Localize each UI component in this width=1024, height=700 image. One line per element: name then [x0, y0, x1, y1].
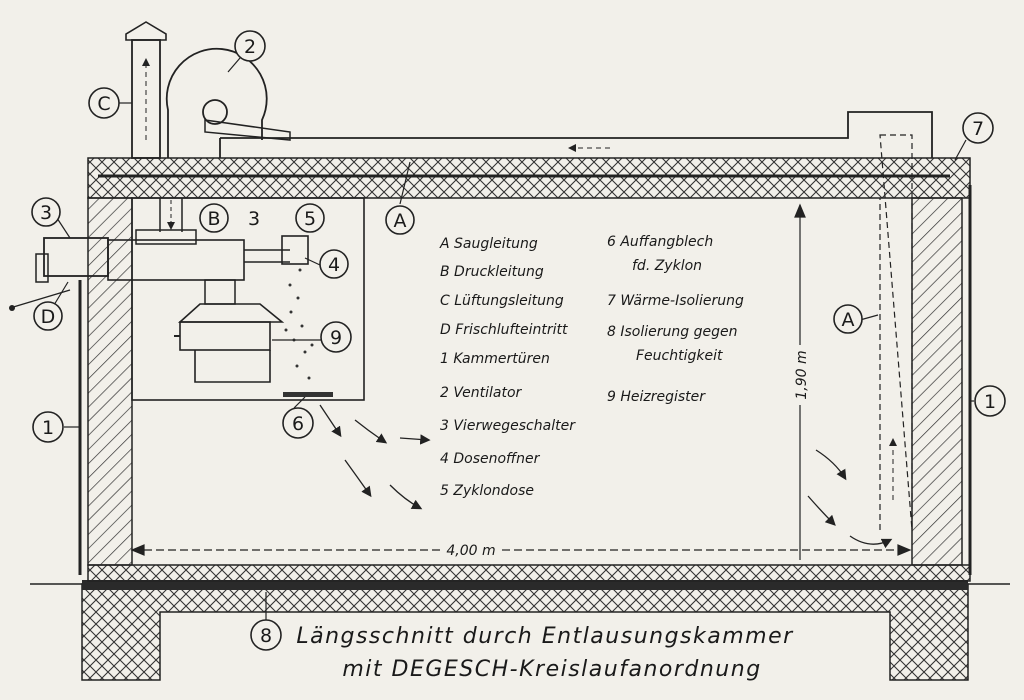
callout-4: 4	[328, 254, 340, 276]
chamber-floor	[87, 564, 971, 582]
legend-item: A Saugleitung	[439, 236, 538, 252]
suction-duct	[219, 111, 933, 531]
height-dimension	[794, 203, 806, 560]
callout-a-top: A	[394, 210, 407, 232]
legend-item: B Druckleitung	[440, 264, 544, 280]
legend-item: 7 Wärme-Isolierung	[607, 293, 744, 309]
callout-9: 9	[330, 327, 342, 349]
callout-1-right: 1	[984, 391, 996, 413]
legend-item: 9 Heizregister	[607, 389, 706, 405]
caption-line-2: mit DEGESCH-Kreislaufanordnung	[342, 657, 761, 682]
left-wall	[87, 197, 133, 566]
callout-5: 5	[304, 208, 316, 230]
legend-item: 6 Auffangblech	[607, 234, 713, 250]
callout-1-left: 1	[42, 417, 54, 439]
callout-8: 8	[260, 625, 272, 647]
callout-2: 2	[244, 36, 256, 58]
callout-7: 7	[972, 118, 984, 140]
legend-left: A Saugleitung B Druckleitung C Lüftungsl…	[439, 236, 576, 499]
height-label: 1,90 m	[794, 350, 810, 399]
legend-item: 4 Dosenoffner	[440, 451, 541, 467]
legend-item: 1 Kammertüren	[440, 351, 550, 367]
roof-insulation	[87, 157, 971, 199]
callout-b: B	[207, 208, 220, 230]
can-opener	[281, 235, 309, 265]
foundation	[81, 580, 969, 681]
heating-register	[174, 279, 285, 383]
callout-3-inner: 3	[248, 208, 260, 230]
legend-item: Feuchtigkeit	[636, 348, 723, 364]
ventilation-stack	[125, 21, 167, 159]
fresh-air-inlet	[9, 237, 109, 311]
legend-item: 2 Ventilator	[440, 385, 523, 401]
callout-a-right: A	[842, 309, 855, 331]
legend-item: fd. Zyklon	[632, 258, 702, 274]
callout-3-outer: 3	[40, 202, 52, 224]
caption-line-1: Längsschnitt durch Entlausungskammer	[296, 624, 794, 649]
zyklon-granules	[284, 268, 314, 380]
right-wall	[911, 197, 963, 566]
callout-d: D	[41, 306, 56, 328]
legend-item: 8 Isolierung gegen	[607, 324, 737, 340]
legend-item: D Frischlufteintritt	[440, 322, 568, 338]
callout-circles	[31, 30, 1006, 651]
length-label: 4,00 m	[446, 543, 495, 559]
catch-plate	[283, 392, 333, 397]
legend-right: 6 Auffangblech fd. Zyklon 7 Wärme-Isolie…	[607, 234, 744, 405]
airflow-arrows	[319, 404, 893, 549]
legend-item: 5 Zyklondose	[440, 483, 534, 499]
legend-item: C Lüftungsleitung	[440, 293, 564, 309]
equipment-housing	[131, 197, 365, 401]
length-dimension	[130, 544, 912, 556]
fan	[165, 47, 291, 158]
leader-lines	[53, 57, 974, 632]
callout-c: C	[97, 93, 110, 115]
four-way-switch	[107, 198, 290, 281]
callout-6: 6	[292, 413, 304, 435]
legend-item: 3 Vierwegeschalter	[440, 418, 576, 434]
